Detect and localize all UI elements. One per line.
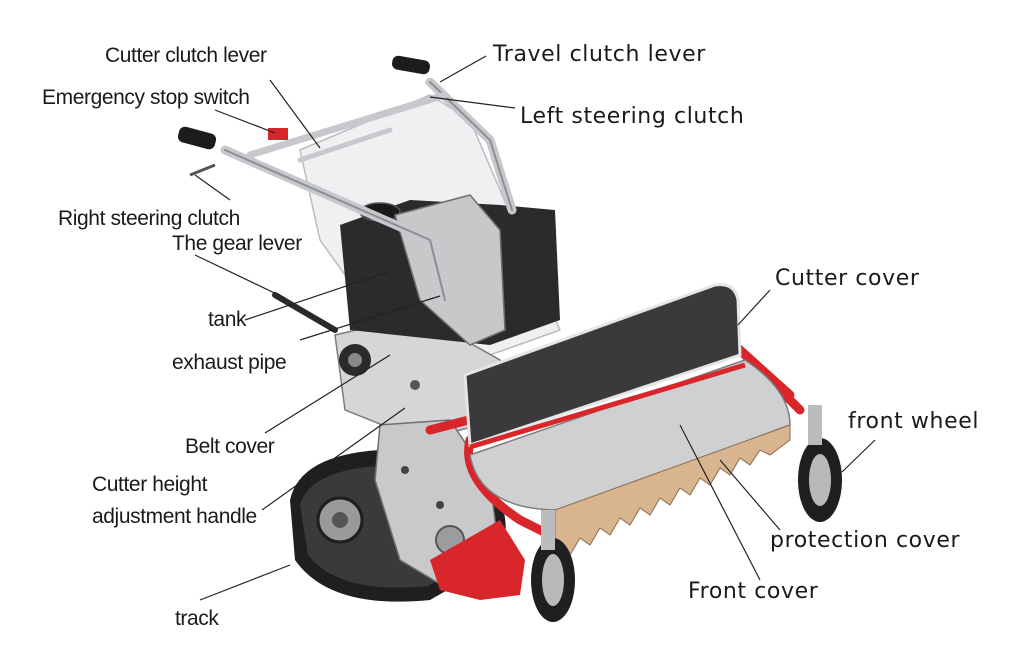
- front-wheel-left: [531, 510, 575, 622]
- label-track: track: [175, 607, 219, 630]
- front-wheel-right: [798, 405, 842, 522]
- left-grip: [392, 55, 430, 75]
- cutter-cover: [463, 283, 742, 448]
- label-cutter-cover: Cutter cover: [775, 266, 920, 291]
- front-cover: [554, 424, 791, 556]
- label-cutter-height-line2: adjustment handle: [92, 505, 257, 528]
- label-belt-cover: Belt cover: [185, 435, 275, 458]
- label-front-wheel: front wheel: [848, 409, 980, 434]
- label-exhaust-pipe: exhaust pipe: [172, 351, 287, 374]
- label-protection-cover: protection cover: [770, 528, 961, 553]
- emergency-stop: [268, 128, 288, 140]
- label-front-cover: Front cover: [688, 579, 819, 604]
- label-left-steering-clutch: Left steering clutch: [520, 104, 745, 129]
- handlebar-frame: [220, 77, 517, 305]
- label-emergency-stop-switch: Emergency stop switch: [42, 86, 250, 109]
- gear-lever: [272, 292, 338, 333]
- label-tank: tank: [208, 308, 247, 331]
- leader-lines: [194, 55, 876, 601]
- right-grip: [177, 126, 217, 150]
- label-cutter-height-line1: Cutter height: [92, 473, 208, 496]
- label-right-steering-clutch: Right steering clutch: [58, 207, 240, 230]
- label-travel-clutch-lever: Travel clutch lever: [493, 42, 706, 67]
- label-cutter-clutch-lever: Cutter clutch lever: [105, 44, 267, 67]
- belt-cover: [334, 314, 501, 441]
- red-side-plate: [430, 520, 525, 600]
- label-gear-lever: The gear lever: [172, 232, 302, 255]
